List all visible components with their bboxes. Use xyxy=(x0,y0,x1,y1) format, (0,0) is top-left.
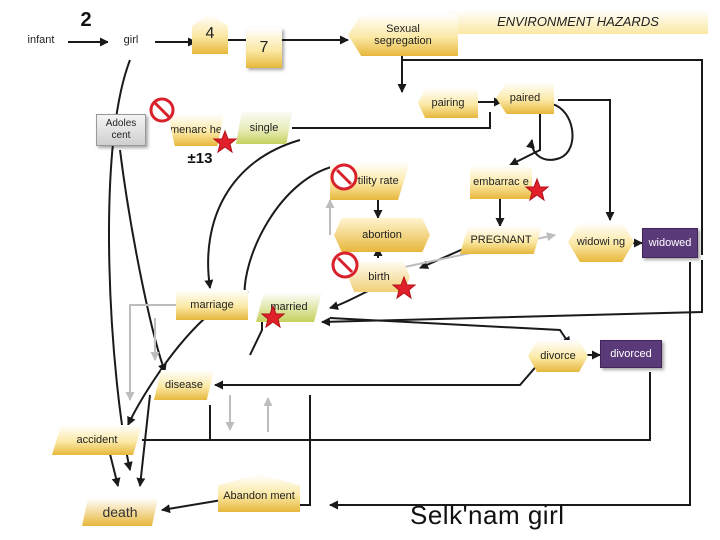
node-infant: infant xyxy=(16,27,66,53)
node-birth-label: birth xyxy=(368,271,390,283)
node-menarche-label: menarc he xyxy=(170,124,222,136)
edge-right-accident xyxy=(160,372,651,441)
node-age-4-label: 4 xyxy=(205,25,215,42)
edge-accident-death xyxy=(109,453,121,487)
title-banner: ENVIRONMENT HAZARDS xyxy=(448,10,708,34)
node-fertility-rate: Fertility rate xyxy=(330,162,410,200)
node-infant-label: infant xyxy=(27,34,55,46)
edge-adolescent-disease xyxy=(119,149,167,373)
node-abortion: abortion xyxy=(334,218,430,252)
edge-married-divorce xyxy=(329,317,571,346)
age-label-2: 2 xyxy=(80,9,92,31)
edge-paired-loop xyxy=(526,103,574,161)
edge-top-right-frame xyxy=(402,59,703,255)
node-disease-label: disease xyxy=(165,379,203,391)
title-text: ENVIRONMENT HAZARDS xyxy=(497,14,659,29)
node-fertility-rate-label: Fertility rate xyxy=(341,175,399,187)
node-single: single xyxy=(236,112,292,144)
node-married: married xyxy=(256,292,322,322)
edge-gray-married-disease xyxy=(125,304,180,401)
caption-text: Selk'nam girl xyxy=(410,500,565,530)
node-divorced: divorced xyxy=(600,340,662,368)
node-pregnant: PREGNANT xyxy=(460,226,542,254)
node-accident: accident xyxy=(52,425,142,455)
node-sexual-segregation-label: Sexual segregation xyxy=(374,23,432,47)
node-single-label: single xyxy=(249,122,279,134)
edge-single-frame xyxy=(292,112,491,129)
node-death: death xyxy=(82,498,158,526)
node-widowing: widowi ng xyxy=(568,222,634,262)
edge-widowed-bottom-frame xyxy=(329,262,691,510)
edge-right-frame-married xyxy=(321,260,703,327)
edge-accident-frame xyxy=(142,405,211,441)
node-girl-label: girl xyxy=(123,34,139,46)
node-divorced-label: divorced xyxy=(610,348,652,360)
node-birth: birth xyxy=(348,262,410,292)
node-age-7: 7 xyxy=(246,28,282,68)
node-pregnant-label: PREGNANT xyxy=(470,234,532,246)
edge-marriage-accident xyxy=(127,317,206,426)
edge-paired-widowing xyxy=(558,99,615,221)
node-embarrace-label: embarrac e xyxy=(473,176,529,188)
node-widowing-label: widowi ng xyxy=(576,236,626,248)
node-divorce: divorce xyxy=(528,340,588,372)
node-paired-label: paired xyxy=(509,92,541,104)
edge-adolescent-marriage xyxy=(204,139,301,289)
node-sexual-segregation: Sexual segregation xyxy=(348,14,458,56)
edge-married-left-frame xyxy=(249,320,263,356)
node-widowed-label: widowed xyxy=(648,237,692,249)
node-abortion-label: abortion xyxy=(362,229,402,241)
node-adolescent: Adoles cent xyxy=(96,114,146,146)
node-pairing: pairing xyxy=(418,88,478,118)
node-paired: paired xyxy=(496,82,554,114)
edge-menarche-marriage xyxy=(239,164,341,301)
node-death-label: death xyxy=(102,504,138,520)
node-divorce-label: divorce xyxy=(540,350,576,362)
node-disease: disease xyxy=(154,370,214,400)
edge-birth-married xyxy=(329,289,371,311)
age-label-13: ±13 xyxy=(187,150,213,167)
edge-divorce-disease xyxy=(214,354,547,390)
node-pairing-label: pairing xyxy=(431,97,465,109)
node-married-label: married xyxy=(270,301,308,313)
node-abandonment-label: Abandon ment xyxy=(223,490,295,502)
node-adolescent-label: Adoles cent xyxy=(105,118,137,141)
node-marriage-label: marriage xyxy=(190,299,234,311)
node-girl: girl xyxy=(108,27,154,53)
node-marriage: marriage xyxy=(176,290,248,320)
node-age-7-label: 7 xyxy=(259,39,269,56)
node-accident-label: accident xyxy=(76,434,118,446)
node-embarrace: embarrac e xyxy=(470,165,532,199)
edge-abandonment-death xyxy=(161,499,223,514)
edge-paired-embarrace xyxy=(509,112,541,166)
node-widowed: widowed xyxy=(642,228,698,258)
node-menarche: menarc he xyxy=(168,114,224,146)
